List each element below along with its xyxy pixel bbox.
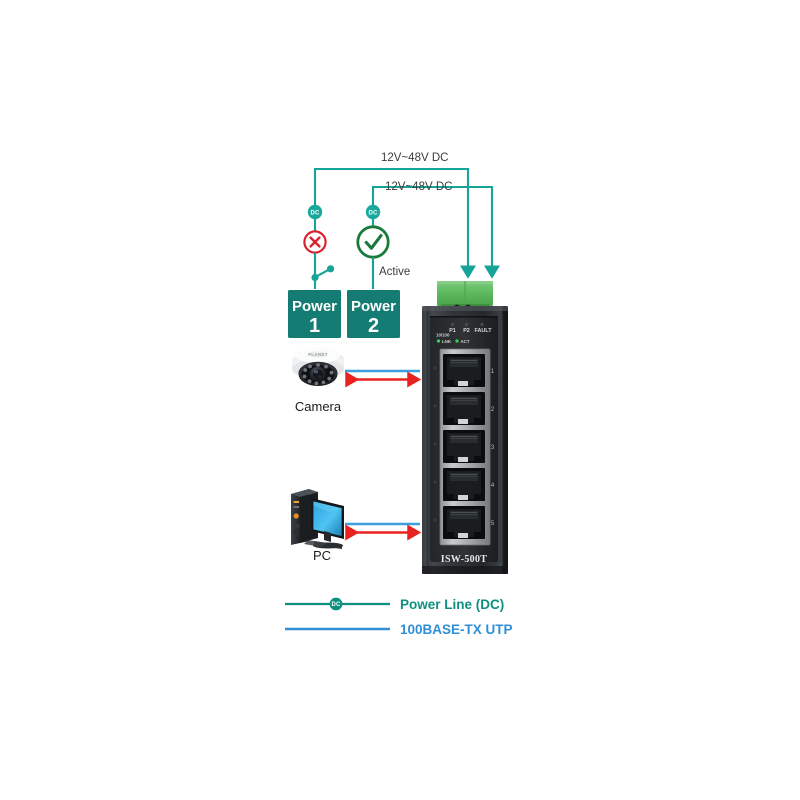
led-label-speed: 10/100	[436, 333, 450, 338]
rj45-port-3[interactable]: 3	[433, 430, 495, 463]
dc-badge-icon-2: DC	[365, 204, 381, 220]
rj45-port-5[interactable]: 5	[433, 506, 495, 539]
switch-model-label: ISW-500T	[441, 554, 488, 565]
active-label: Active	[379, 266, 410, 278]
voltage-label-1: 12V~48V DC	[381, 152, 448, 164]
rj45-port-4[interactable]: 4	[433, 468, 495, 501]
dome-camera-icon: PLANET	[292, 347, 344, 386]
port-number-3: 3	[491, 445, 495, 451]
led-indicator-panel: P1 P2 FAULT 10/100 LNK ACT	[436, 323, 492, 344]
legend-label-power-line: Power Line (DC)	[400, 597, 504, 612]
port-number-2: 2	[491, 407, 495, 413]
open-switch-contact-icon	[311, 252, 335, 282]
legend-item-utp: 100BASE-TX UTP	[285, 622, 513, 637]
power-block-1-word: Power	[292, 298, 337, 315]
led-label-fault: FAULT	[475, 328, 493, 334]
camera-ir-leds	[302, 363, 334, 386]
led-label-p2: P2	[463, 328, 470, 334]
port-number-1: 1	[491, 369, 495, 375]
led-label-p1: P1	[449, 328, 456, 334]
power-line-1-path	[313, 167, 477, 289]
power-block-2[interactable]: Power 2	[347, 290, 400, 338]
port-number-5: 5	[491, 521, 495, 527]
pc-label: PC	[313, 548, 331, 563]
cross-circle-icon	[303, 230, 327, 254]
led-label-lnk: LNK	[442, 339, 452, 344]
legend-dc-badge-text: DC	[331, 602, 341, 608]
industrial-switch-device[interactable]: P1 P2 FAULT 10/100 LNK ACT 1	[422, 281, 508, 574]
desktop-computer-icon	[291, 489, 344, 549]
camera-label: Camera	[295, 399, 342, 414]
dc-badge-text-2: DC	[368, 210, 378, 216]
dc-badge-text-1: DC	[310, 210, 320, 216]
svg-text:PLANET: PLANET	[308, 352, 328, 357]
check-circle-icon	[356, 225, 390, 259]
legend-item-power-line: DC Power Line (DC)	[285, 597, 504, 612]
dc-badge-icon-1: DC	[307, 204, 323, 220]
power-block-1[interactable]: Power 1	[288, 290, 341, 338]
rj45-port-1[interactable]: 1	[433, 354, 495, 387]
legend: DC Power Line (DC) 100BASE-TX UTP	[285, 597, 513, 637]
legend-label-utp: 100BASE-TX UTP	[400, 622, 513, 637]
voltage-label-2: 12V~48V DC	[385, 181, 452, 193]
port-number-4: 4	[491, 483, 495, 489]
rj45-port-2[interactable]: 2	[433, 392, 495, 425]
led-label-act: ACT	[461, 339, 470, 344]
power-block-2-number: 2	[368, 315, 379, 337]
legend-dc-badge-icon	[329, 597, 343, 611]
power-block-2-word: Power	[351, 298, 396, 315]
power-block-1-number: 1	[309, 315, 320, 337]
